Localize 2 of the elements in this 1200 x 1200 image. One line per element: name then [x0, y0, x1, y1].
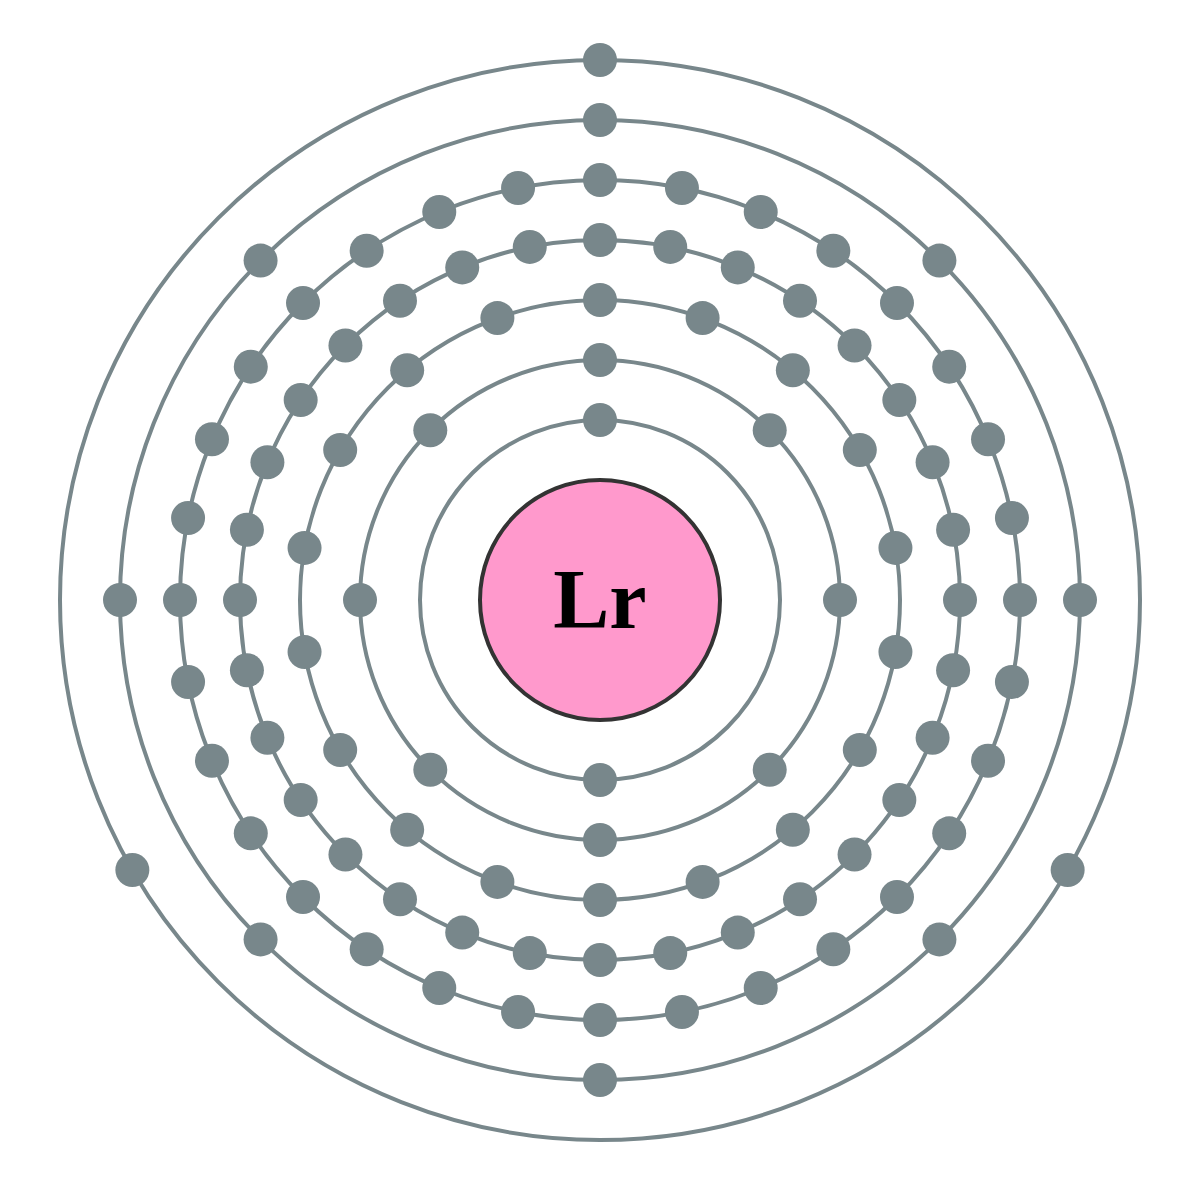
element-symbol: Lr	[553, 558, 647, 642]
nucleus-circle	[478, 478, 722, 722]
